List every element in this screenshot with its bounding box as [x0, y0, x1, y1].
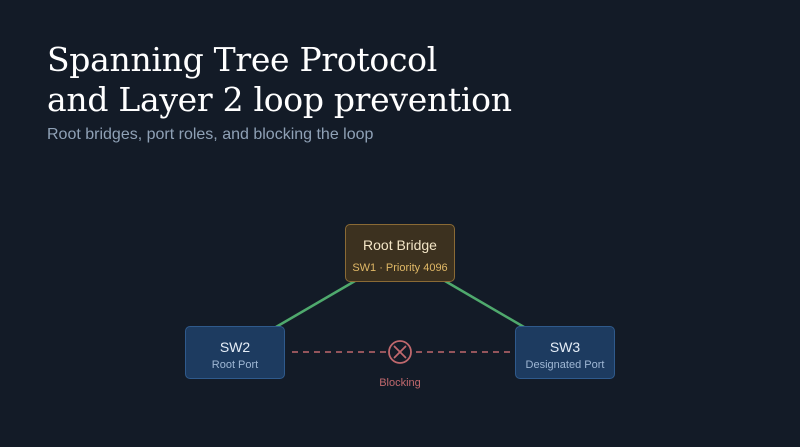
switch-node-sw3: SW3 Designated Port: [515, 326, 615, 379]
x-circle-icon: [388, 340, 412, 364]
switch-port-role: Root Port: [211, 359, 259, 371]
slide-subtitle: Root bridges, port roles, and blocking t…: [47, 126, 374, 143]
switch-node-sw2: SW2 Root Port: [185, 326, 285, 379]
switch-port-role: Designated Port: [525, 359, 605, 371]
switch-name: SW3: [549, 339, 581, 355]
blocking-label: Blocking: [379, 377, 421, 389]
root-bridge-priority: SW1 · Priority 4096: [352, 262, 448, 274]
root-bridge-name: Root Bridge: [363, 237, 437, 253]
switch-name: SW2: [219, 339, 251, 355]
link-root-sw2: [274, 279, 357, 329]
title-line-2: and Layer 2 loop prevention: [47, 80, 512, 119]
slide-title: Spanning Tree Protocol and Layer 2 loop …: [47, 40, 747, 120]
title-line-1: Spanning Tree Protocol: [47, 40, 437, 79]
link-root-sw3: [443, 279, 526, 329]
root-bridge-node: Root Bridge SW1 · Priority 4096: [345, 224, 455, 282]
